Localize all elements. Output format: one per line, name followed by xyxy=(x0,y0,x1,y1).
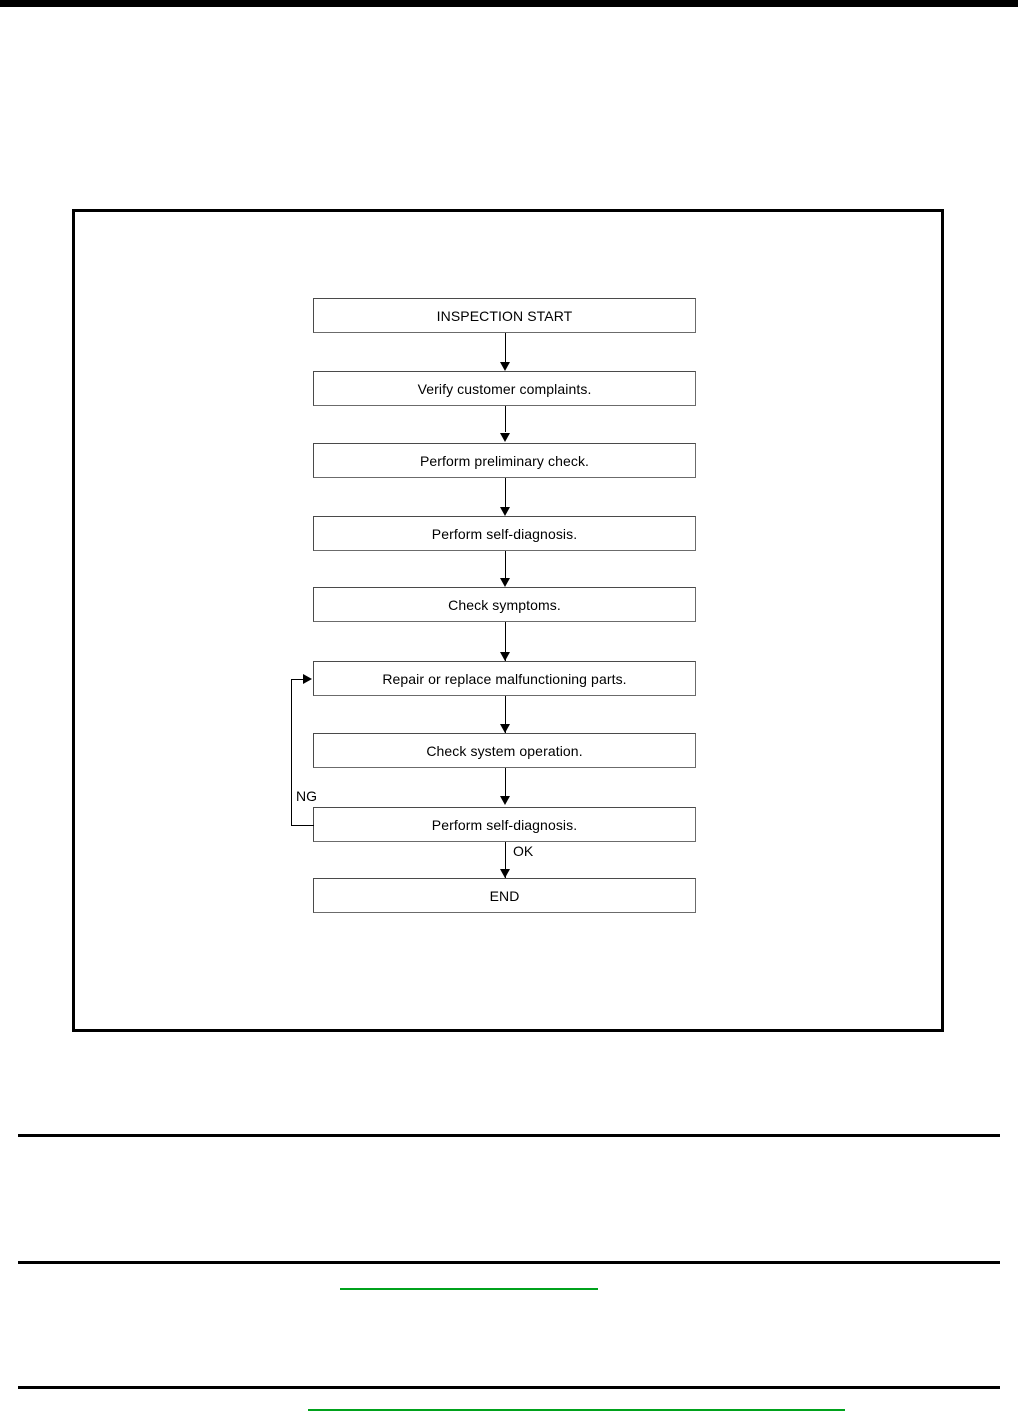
connector-preliminary-to-selfdiag xyxy=(505,478,506,511)
ng-loop-vertical-segment xyxy=(291,679,292,826)
link-underline-upper[interactable] xyxy=(340,1288,598,1290)
arrowhead-start-to-verify xyxy=(500,362,510,371)
flow-node-verify-complaints: Verify customer complaints. xyxy=(313,371,696,406)
arrowhead-verify-to-preliminary xyxy=(500,433,510,442)
connector-repair-to-checkop xyxy=(505,696,506,736)
flowchart-diagram: INSPECTION START Verify customer complai… xyxy=(75,212,947,1035)
arrowhead-preliminary-to-selfdiag xyxy=(500,507,510,516)
connector-symptoms-to-repair xyxy=(505,622,506,664)
flow-node-preliminary-check: Perform preliminary check. xyxy=(313,443,696,478)
ng-loop-top-segment xyxy=(291,679,306,680)
section-rule-bottom xyxy=(18,1386,1000,1389)
branch-label-ok: OK xyxy=(513,843,534,859)
flow-node-end: END xyxy=(313,878,696,913)
flow-node-check-system-operation: Check system operation. xyxy=(313,733,696,768)
flow-node-check-symptoms: Check symptoms. xyxy=(313,587,696,622)
flow-node-start: INSPECTION START xyxy=(313,298,696,333)
arrowhead-selfdiag2-to-end xyxy=(500,869,510,878)
page-header-bar xyxy=(0,0,1018,7)
connector-verify-to-preliminary xyxy=(505,406,506,432)
arrowhead-ng-loop-to-repair xyxy=(303,674,312,684)
figure-frame: INSPECTION START Verify customer complai… xyxy=(72,209,944,1032)
connector-selfdiag2-to-end xyxy=(505,842,506,880)
flow-node-self-diagnosis-first: Perform self-diagnosis. xyxy=(313,516,696,551)
arrowhead-selfdiag-to-symptoms xyxy=(500,578,510,587)
arrowhead-checkop-to-selfdiag2 xyxy=(500,796,510,805)
connector-start-to-verify xyxy=(505,333,506,365)
flow-node-repair-replace: Repair or replace malfunctioning parts. xyxy=(313,661,696,696)
flow-node-self-diagnosis-second: Perform self-diagnosis. xyxy=(313,807,696,842)
arrowhead-symptoms-to-repair xyxy=(500,652,510,661)
connector-selfdiag-to-symptoms xyxy=(505,551,506,584)
link-underline-lower[interactable] xyxy=(308,1409,845,1411)
connector-checkop-to-selfdiag2 xyxy=(505,768,506,801)
arrowhead-repair-to-checkop xyxy=(500,724,510,733)
section-rule-top xyxy=(18,1134,1000,1137)
section-rule-middle xyxy=(18,1261,1000,1264)
ng-loop-bottom-segment xyxy=(291,825,314,826)
branch-label-ng: NG xyxy=(296,788,317,804)
